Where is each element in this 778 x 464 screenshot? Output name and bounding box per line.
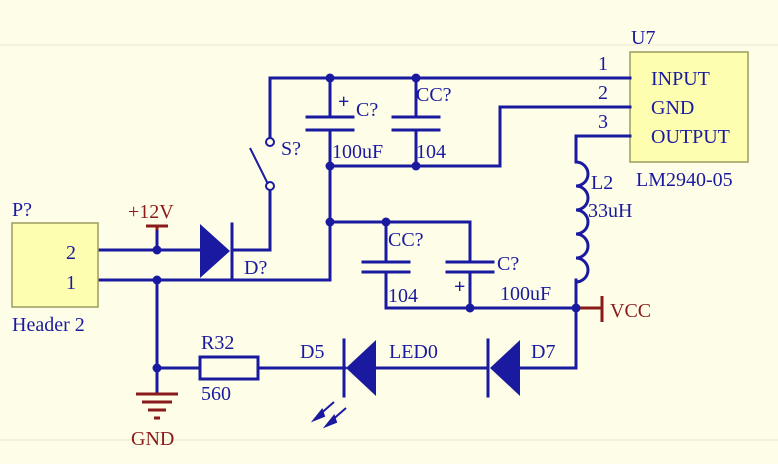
diode-out[interactable]: D7 bbox=[486, 338, 555, 398]
pin-name-output: OUTPUT bbox=[651, 126, 730, 148]
diode-input[interactable]: D? bbox=[200, 222, 267, 280]
cap-mid-ceramic-value: 104 bbox=[388, 285, 418, 307]
pin-num-2: 2 bbox=[598, 82, 608, 104]
header-part: Header 2 bbox=[12, 314, 85, 336]
power-12v[interactable]: +12V bbox=[128, 201, 174, 230]
inductor-value: 33uH bbox=[588, 200, 632, 222]
cap-mid-electrolytic-ref: C? bbox=[497, 253, 519, 275]
resistor[interactable]: R32 560 bbox=[198, 332, 260, 405]
header-connector[interactable]: P? Header 2 2 1 bbox=[11, 199, 99, 336]
inductor[interactable]: L2 33uH bbox=[574, 160, 632, 284]
cap-top-electrolytic-value: 100uF bbox=[332, 141, 383, 163]
led[interactable]: D5 LED0 bbox=[300, 338, 438, 429]
junctions bbox=[152, 73, 581, 373]
switch[interactable]: S? bbox=[249, 137, 301, 191]
pin-num-3: 3 bbox=[598, 111, 608, 133]
cap-mid-electrolytic[interactable]: + C? 100uF bbox=[445, 253, 551, 305]
background-grid bbox=[0, 44, 778, 441]
pin-num-1: 1 bbox=[598, 53, 608, 75]
led-name: LED0 bbox=[389, 341, 438, 363]
led-ref: D5 bbox=[300, 341, 324, 363]
cap-mid-ceramic-ref: CC? bbox=[388, 229, 424, 251]
cap-top-electrolytic-polarity: + bbox=[338, 91, 349, 113]
cap-top-electrolytic-ref: C? bbox=[356, 99, 378, 121]
cap-top-ceramic-value: 104 bbox=[416, 141, 446, 163]
regulator-ref: U7 bbox=[631, 27, 655, 49]
power-vcc[interactable]: VCC bbox=[600, 296, 651, 322]
wires bbox=[98, 76, 632, 394]
header-body bbox=[11, 222, 99, 308]
cap-top-ceramic[interactable]: CC? 104 bbox=[391, 84, 452, 163]
switch-ref: S? bbox=[281, 138, 301, 160]
power-gnd-label: GND bbox=[131, 428, 174, 450]
led-light-arrows-icon bbox=[310, 401, 347, 429]
power-vcc-label: VCC bbox=[610, 300, 651, 322]
header-ref: P? bbox=[12, 199, 32, 221]
pin-name-gnd: GND bbox=[651, 97, 694, 119]
cap-mid-electrolytic-polarity: + bbox=[454, 276, 465, 298]
inductor-ref: L2 bbox=[591, 172, 613, 194]
cap-mid-electrolytic-value: 100uF bbox=[500, 283, 551, 305]
cap-top-electrolytic[interactable]: + C? 100uF bbox=[305, 91, 383, 163]
cap-mid-ceramic[interactable]: CC? 104 bbox=[361, 229, 424, 307]
diode-out-ref: D7 bbox=[531, 341, 555, 363]
power-12v-label: +12V bbox=[128, 201, 174, 223]
resistor-ref: R32 bbox=[201, 332, 234, 354]
header-pin-1: 1 bbox=[66, 272, 76, 294]
diode-input-ref: D? bbox=[244, 257, 267, 279]
regulator-u7[interactable]: U7 LM2940-05 INPUT GND OUTPUT 1 2 3 bbox=[598, 27, 749, 191]
regulator-part: LM2940-05 bbox=[636, 169, 733, 191]
pin-name-input: INPUT bbox=[651, 68, 710, 90]
power-gnd[interactable]: GND bbox=[131, 392, 178, 450]
cap-top-ceramic-ref: CC? bbox=[416, 84, 452, 106]
header-pin-2: 2 bbox=[66, 242, 76, 264]
resistor-value: 560 bbox=[201, 383, 231, 405]
